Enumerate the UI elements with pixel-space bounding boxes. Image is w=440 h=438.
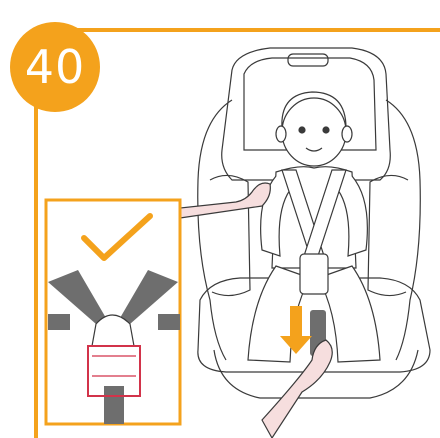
inset-strap-side-right [158,314,180,330]
inset-strap-side-left [48,314,70,330]
step-badge: 40 [10,22,100,112]
harness-buckle [300,254,328,294]
child-ear-right [342,126,352,142]
inset-detail [46,200,180,424]
inset-strap-bottom [104,386,124,424]
child-ear-left [276,126,286,142]
hand-pushing [180,183,270,218]
seat-headrest-handle [288,54,328,66]
seat-wing-right [386,100,420,360]
child-eye-right [323,127,329,133]
child-head [282,98,346,166]
step-number: 40 [25,40,86,94]
child-eye-left [299,127,305,133]
seat-wing-left [198,100,232,360]
